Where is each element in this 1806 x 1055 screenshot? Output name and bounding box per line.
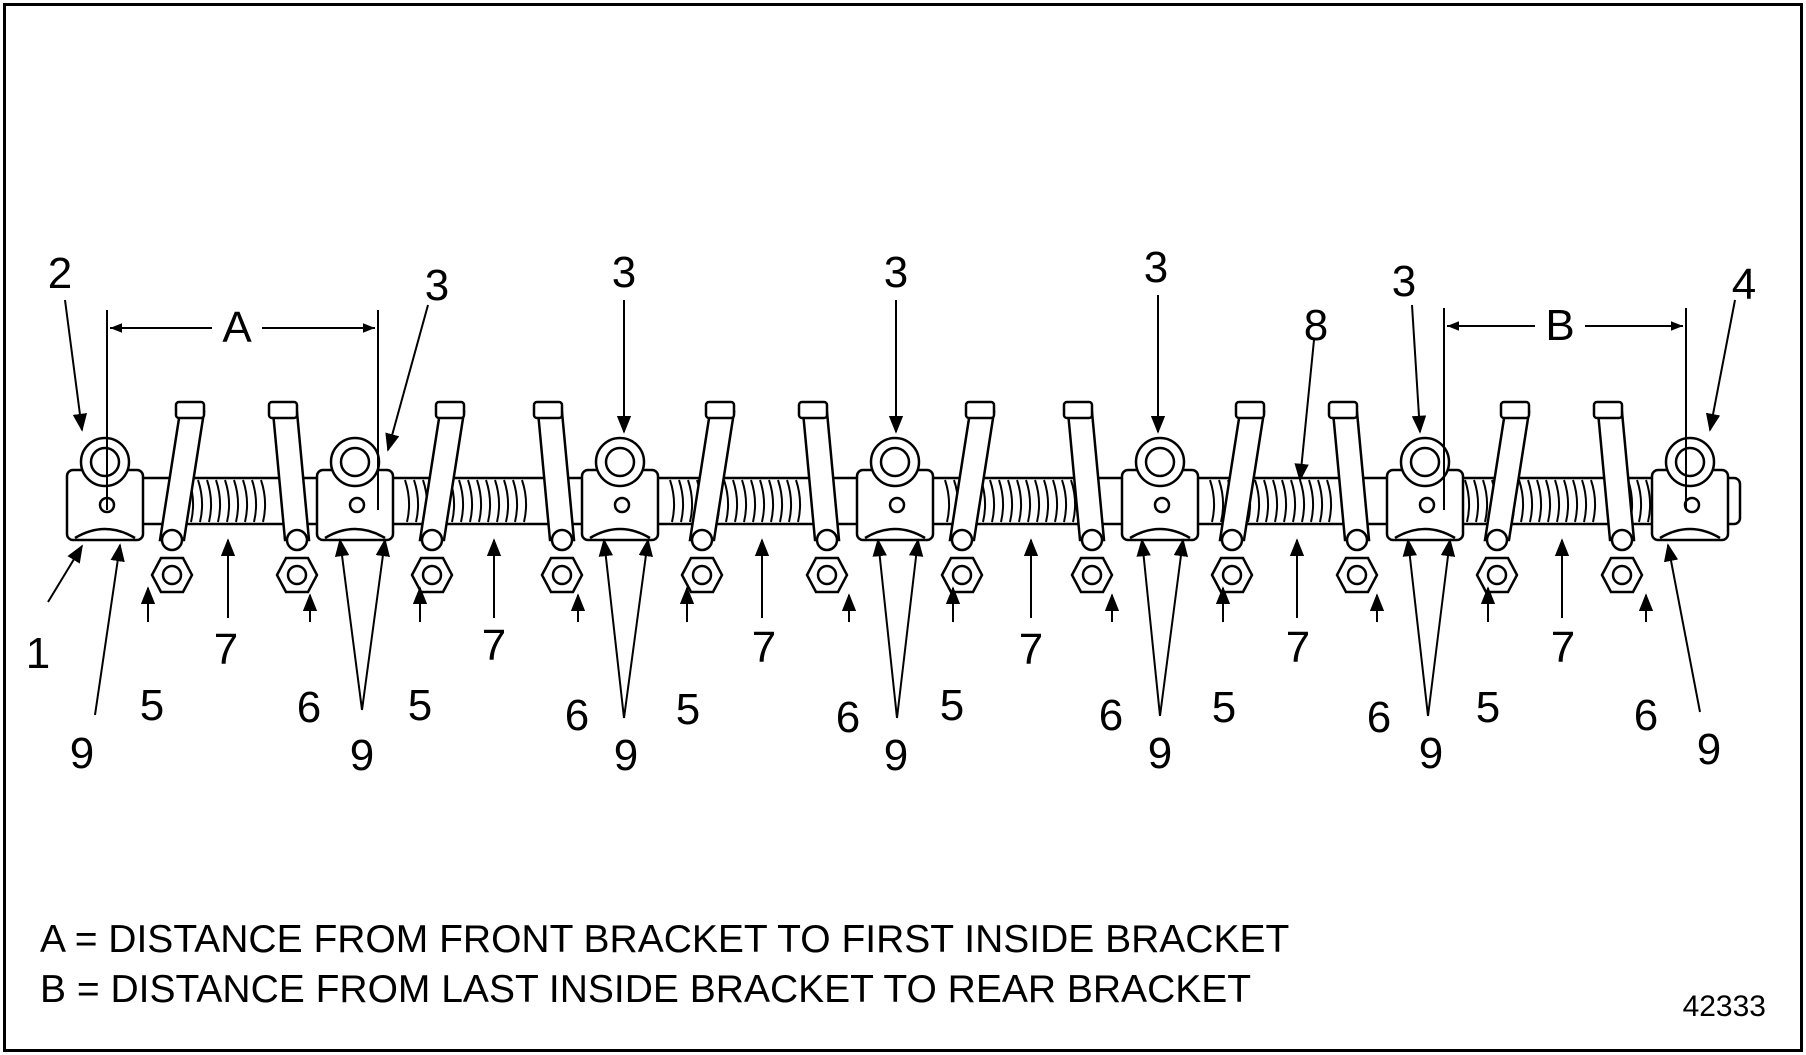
figure-number: 42333 bbox=[1682, 990, 1766, 1023]
callout-labels: 2 3 3 3 3 3 4 8 1 5 5 5 5 5 5 6 6 6 6 6 6 7 7 7 7 7 7 9 9 9 9 9 9 9 bbox=[26, 243, 1756, 780]
spring-5 bbox=[1464, 479, 1597, 523]
leader-29 bbox=[361, 538, 390, 711]
callout-rocker_arm_6-19: 6 bbox=[1367, 693, 1391, 742]
rocker-arm-9 bbox=[1327, 400, 1379, 594]
callout-clip-30: 9 bbox=[884, 731, 908, 780]
rocker-arm-8 bbox=[1210, 400, 1266, 594]
callout-inside_bracket-4: 3 bbox=[1144, 243, 1168, 292]
rocker-arm-3 bbox=[532, 400, 584, 594]
callout-front_bracket-8: 1 bbox=[26, 629, 50, 678]
callout-inside_bracket-1: 3 bbox=[425, 261, 449, 310]
rocker-arm-7 bbox=[1062, 400, 1114, 594]
leader-28 bbox=[334, 538, 363, 711]
leader-arrows bbox=[47, 295, 1736, 719]
dimension-a bbox=[106, 310, 379, 510]
legend-a: A = DISTANCE FROM FRONT BRACKET TO FIRST… bbox=[40, 918, 1290, 961]
leader-31 bbox=[623, 538, 653, 719]
leader-35 bbox=[1159, 538, 1189, 717]
callout-shaft-7: 8 bbox=[1304, 301, 1328, 350]
callout-rocker_arm_6-17: 6 bbox=[836, 693, 860, 742]
callout-rocker_arm_6-20: 6 bbox=[1634, 691, 1658, 740]
leader-7 bbox=[1294, 339, 1315, 482]
brackets bbox=[65, 436, 1730, 542]
leader-0 bbox=[64, 299, 88, 432]
callout-spring-21: 7 bbox=[214, 625, 238, 674]
leader-38 bbox=[1663, 543, 1701, 713]
leader-36 bbox=[1402, 538, 1429, 717]
spring-0 bbox=[179, 479, 267, 523]
leader-27 bbox=[94, 543, 125, 716]
leader-37 bbox=[1427, 538, 1456, 717]
callout-rocker_arm_5-13: 5 bbox=[1212, 683, 1236, 732]
inside-bracket-2 bbox=[580, 436, 660, 542]
leader-1 bbox=[1705, 299, 1736, 432]
leader-2 bbox=[385, 304, 429, 452]
rocker-arm-10 bbox=[1475, 400, 1531, 594]
inside-bracket-5 bbox=[1385, 436, 1465, 542]
springs bbox=[179, 479, 1652, 523]
legend-b: B = DISTANCE FROM LAST INSIDE BRACKET TO… bbox=[40, 968, 1252, 1011]
callout-spring-25: 7 bbox=[1286, 623, 1310, 672]
callout-spring-22: 7 bbox=[482, 621, 506, 670]
leader-33 bbox=[896, 538, 924, 719]
dimension-b bbox=[1443, 308, 1687, 510]
callout-rocker_arm_5-9: 5 bbox=[140, 681, 164, 730]
callout-rocker_arm_6-16: 6 bbox=[565, 691, 589, 740]
callout-clip-27: 9 bbox=[70, 729, 94, 778]
rocker-arm-11 bbox=[1592, 400, 1644, 594]
inside-bracket-1 bbox=[315, 436, 395, 542]
callout-clip-31: 9 bbox=[1148, 729, 1172, 778]
callout-rocker_arm_5-14: 5 bbox=[1476, 683, 1500, 732]
callout-inside_bracket-2: 3 bbox=[612, 248, 636, 297]
leader-32 bbox=[872, 538, 898, 719]
callout-rocker_arm_5-11: 5 bbox=[676, 685, 700, 734]
callout-inside_bracket-3: 3 bbox=[884, 248, 908, 297]
callout-spring-26: 7 bbox=[1551, 623, 1575, 672]
rocker-arm-6 bbox=[940, 400, 996, 594]
callout-clip-28: 9 bbox=[350, 731, 374, 780]
rear-bracket bbox=[1650, 436, 1730, 542]
rocker-arm-5 bbox=[797, 400, 849, 594]
rocker-arms bbox=[150, 400, 1644, 594]
callout-rocker_arm_5-12: 5 bbox=[940, 681, 964, 730]
leader-30 bbox=[598, 538, 625, 719]
callout-clip-32: 9 bbox=[1419, 729, 1443, 778]
callout-inside_bracket-5: 3 bbox=[1392, 257, 1416, 306]
callout-rocker_arm_6-18: 6 bbox=[1099, 691, 1123, 740]
dimension-a-label: A bbox=[222, 303, 252, 352]
rocker-arm-0 bbox=[150, 400, 206, 594]
inside-bracket-4 bbox=[1120, 436, 1200, 542]
inside-bracket-3 bbox=[855, 436, 935, 542]
leader-8 bbox=[47, 544, 83, 603]
callout-clip-29: 9 bbox=[614, 731, 638, 780]
leader-6 bbox=[1411, 304, 1427, 434]
callout-rocker_arm_6-15: 6 bbox=[297, 683, 321, 732]
callout-rear_bracket-6: 4 bbox=[1732, 260, 1756, 309]
leader-34 bbox=[1136, 538, 1161, 717]
callout-spring-23: 7 bbox=[752, 623, 776, 672]
front-bracket bbox=[65, 436, 145, 542]
rocker-arm-1 bbox=[267, 400, 319, 594]
callout-rocker_arm_5-10: 5 bbox=[408, 681, 432, 730]
callout-spring-24: 7 bbox=[1019, 625, 1043, 674]
callout-front_bracket_top-0: 2 bbox=[48, 249, 72, 298]
dimension-b-label: B bbox=[1545, 301, 1574, 350]
callout-clip-33: 9 bbox=[1697, 725, 1721, 774]
